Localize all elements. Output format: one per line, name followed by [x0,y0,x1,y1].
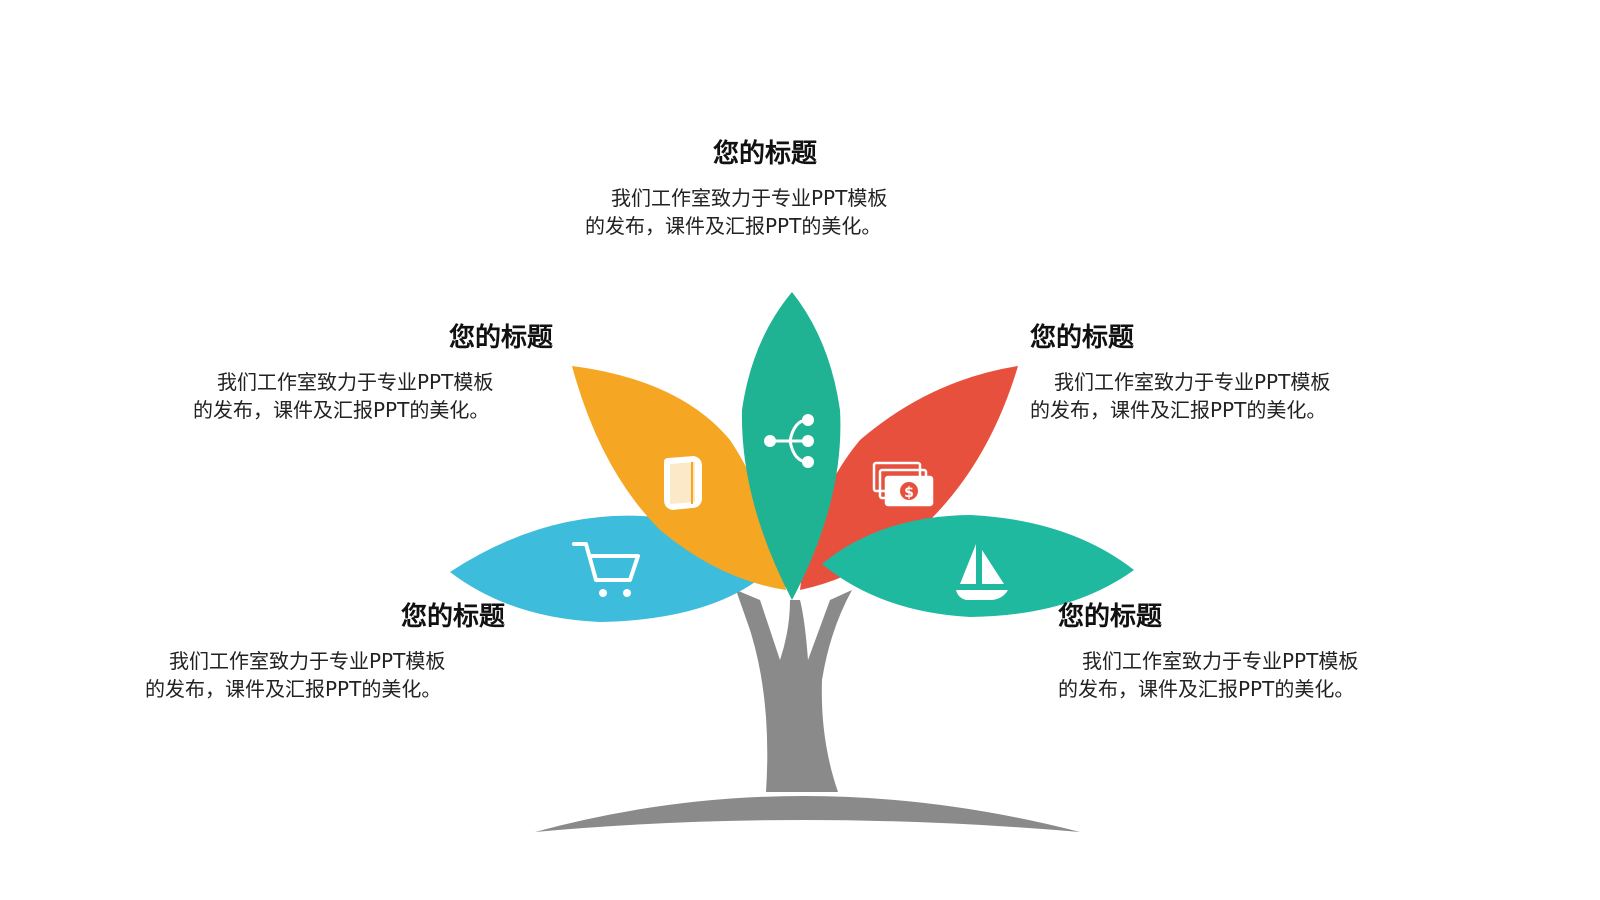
block-title: 您的标题 [448,323,553,353]
text-block-upper-right: 您的标题 我们工作室致力于专业PPT模板 的发布，课件及汇报PPT的美化。 [1030,322,1390,424]
text-block-top: 您的标题 我们工作室致力于专业PPT模板 的发布，课件及汇报PPT的美化。 [585,138,945,240]
shopping-cart-icon [572,542,640,597]
block-title: 您的标题 [1058,602,1163,632]
block-description: 我们工作室致力于专业PPT模板 的发布，课件及汇报PPT的美化。 [193,370,494,422]
block-description: 我们工作室致力于专业PPT模板 的发布，课件及汇报PPT的美化。 [1058,649,1359,701]
leaf-lower-right [822,515,1134,617]
block-title: 您的标题 [400,602,505,632]
sailboat-icon [956,544,1008,600]
book-icon [664,456,702,510]
block-description: 我们工作室致力于专业PPT模板 的发布，课件及汇报PPT的美化。 [145,649,446,701]
tree-trunk [736,590,852,792]
share-icon [764,414,814,468]
svg-text:$: $ [904,485,914,501]
block-title: 您的标题 [712,139,817,169]
block-description: 我们工作室致力于专业PPT模板 的发布，课件及汇报PPT的美化。 [585,186,888,238]
block-title: 您的标题 [1030,323,1135,353]
money-icon: $ [872,461,934,507]
text-block-lower-right: 您的标题 我们工作室致力于专业PPT模板 的发布，课件及汇报PPT的美化。 [1058,601,1418,703]
tree-ground [535,796,1080,832]
text-block-lower-left: 您的标题 我们工作室致力于专业PPT模板 的发布，课件及汇报PPT的美化。 [145,601,505,703]
block-description: 我们工作室致力于专业PPT模板 的发布，课件及汇报PPT的美化。 [1030,370,1331,422]
text-block-upper-left: 您的标题 我们工作室致力于专业PPT模板 的发布，课件及汇报PPT的美化。 [193,322,553,424]
